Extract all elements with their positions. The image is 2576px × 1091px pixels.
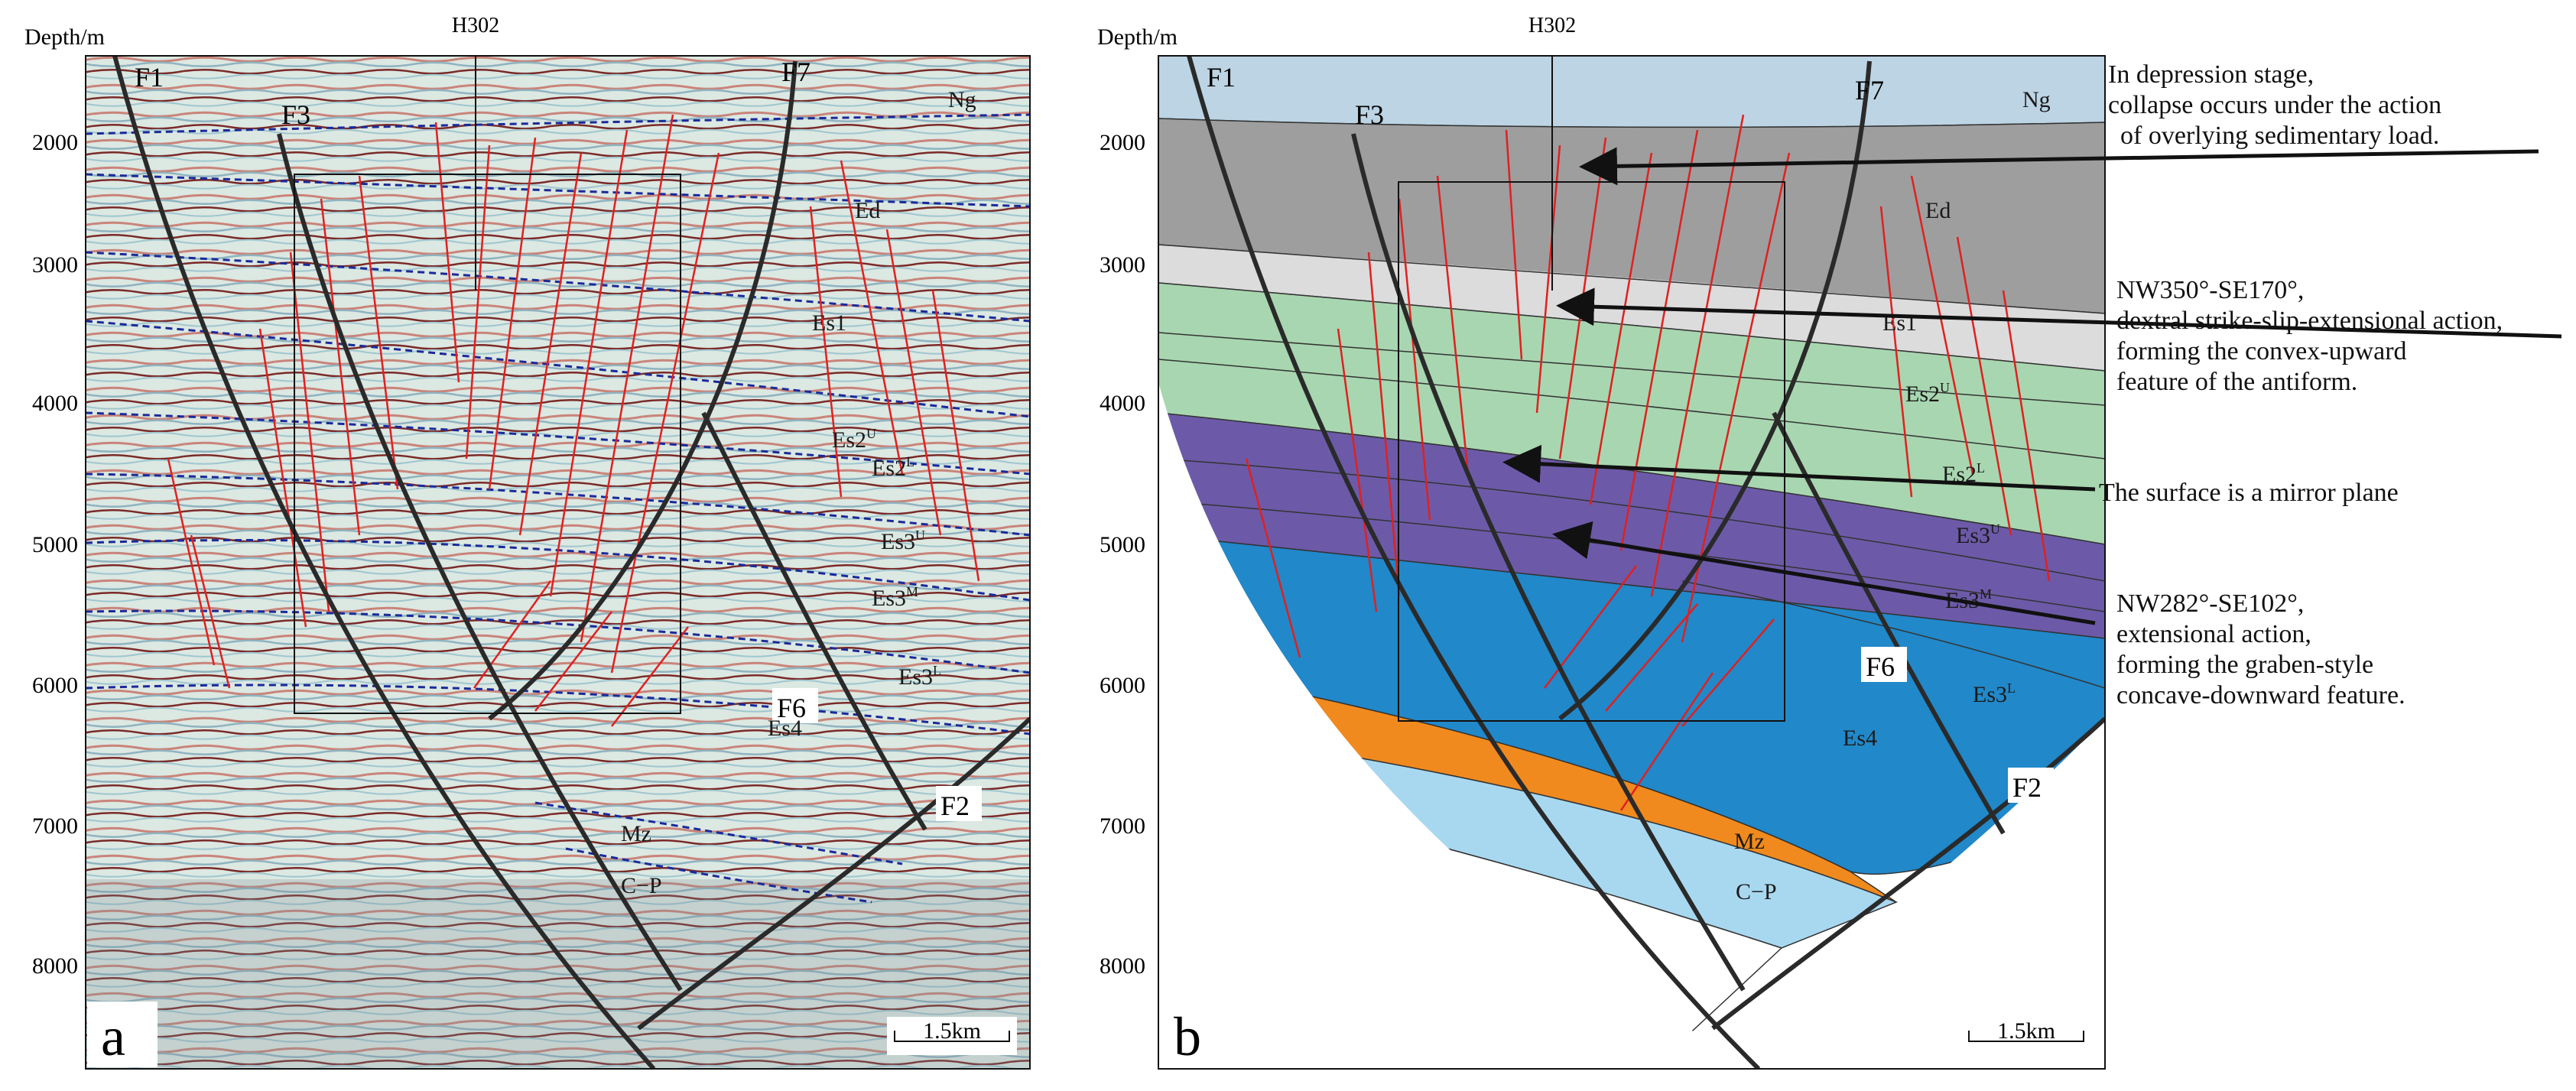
annotation-4: NW282°-SE102°, extensional action, formi… — [2116, 589, 2405, 709]
fault-label-f1: F1 — [1207, 62, 1236, 93]
unit-label: Es3U — [1956, 521, 2000, 548]
unit-label: Es4 — [768, 716, 802, 741]
depth-tick: 8000 — [32, 953, 78, 979]
unit-label: Es1 — [812, 310, 846, 336]
annotation-3: The surface is a mirror plane — [2099, 479, 2399, 507]
unit-label: Es3L — [898, 663, 941, 690]
panel-letter-b: b — [1174, 1006, 1201, 1067]
fault-label-f6: F6 — [772, 688, 818, 723]
unit-label: Es2U — [832, 426, 876, 453]
depth-tick: 5000 — [32, 532, 78, 557]
fault-label-f6: F6 — [1861, 647, 1907, 682]
fault-labels-b: F1 F3 F7 F6 F2 — [1207, 62, 2054, 803]
panel-b-frame — [1158, 55, 2106, 1070]
depth-tick: 8000 — [1100, 953, 1145, 979]
arrow-2 — [1556, 287, 2562, 339]
depth-tick: 2000 — [1100, 130, 1145, 155]
depth-tick: 5000 — [1100, 532, 1145, 557]
fault-label-f2: F2 — [936, 786, 982, 821]
arrow-4 — [1552, 521, 2096, 625]
unit-label: Es4 — [1843, 726, 1877, 751]
scale-bar-b: 1.5km — [1961, 1017, 2091, 1055]
unit-label: Mz — [1734, 829, 1765, 854]
depth-axis-title: Depth/m — [1097, 24, 1178, 50]
depth-tick: 3000 — [1100, 252, 1145, 278]
major-faults — [112, 56, 1030, 1069]
fault-label-f3: F3 — [1355, 99, 1384, 130]
well-label: H302 — [1528, 14, 1576, 37]
depth-tick: 2000 — [32, 130, 78, 155]
annotation-1: In depression stage, collapse occurs und… — [2108, 60, 2448, 150]
depth-axis: 2000 3000 4000 5000 6000 7000 8000 — [1100, 130, 1145, 979]
annotations — [1502, 147, 2562, 625]
svg-text:F2: F2 — [2012, 772, 2042, 803]
depth-tick: 6000 — [1100, 673, 1145, 698]
svg-text:F2: F2 — [940, 791, 970, 821]
unit-label: Ng — [948, 87, 976, 112]
unit-label: Es2U — [1905, 380, 1950, 407]
svg-text:F6: F6 — [1866, 651, 1895, 682]
unit-label: Es2L — [872, 454, 914, 481]
fault-label-f1: F1 — [135, 62, 164, 93]
unit-label: Mz — [621, 821, 651, 846]
unit-label: Es3L — [1973, 680, 2016, 707]
annotation-2: NW350°-SE170°, dextral strike-slip-exten… — [2116, 276, 2509, 396]
panel-a-frame — [85, 55, 1031, 1070]
seismic-section — [86, 56, 1030, 1069]
depth-tick: 4000 — [32, 391, 78, 416]
unit-label: Es3U — [881, 528, 925, 554]
fault-label-f7: F7 — [781, 57, 810, 87]
unit-label: Es3M — [872, 584, 918, 611]
depth-axis: 2000 3000 4000 5000 6000 7000 8000 — [32, 130, 78, 979]
scale-bar-a: 1.5km — [887, 1017, 1017, 1055]
panel-a: Depth/m 2000 3000 4000 5000 6000 7000 80… — [24, 14, 1031, 1070]
unit-label: Ed — [855, 198, 880, 223]
layer-ng — [1158, 56, 2105, 128]
major-faults — [1187, 56, 2105, 1069]
depth-tick: 7000 — [1100, 813, 1145, 839]
fault-label-f2: F2 — [2008, 768, 2054, 803]
depth-tick: 7000 — [32, 813, 78, 839]
arrow-3 — [1502, 444, 2096, 492]
horizons — [86, 113, 1030, 904]
well-label: H302 — [452, 14, 499, 37]
depth-tick: 3000 — [32, 252, 78, 278]
minor-faults — [167, 114, 980, 727]
unit-label: C−P — [1736, 879, 1777, 904]
detail-box — [294, 174, 681, 714]
fault-label-f3: F3 — [281, 99, 310, 130]
depth-tick: 6000 — [32, 673, 78, 698]
scale-label: 1.5km — [1997, 1018, 2055, 1044]
unit-label: Ed — [1925, 198, 1951, 223]
arrow-1 — [1579, 147, 2539, 186]
fault-labels-a: F1 F3 F7 F6 F2 — [135, 57, 982, 821]
fault-label-f7: F7 — [1855, 75, 1884, 106]
panel-b: Depth/m 2000 3000 4000 5000 6000 7000 80… — [1097, 14, 2106, 1070]
unit-label: Ng — [2022, 87, 2051, 112]
depth-axis-title: Depth/m — [24, 24, 105, 50]
svg-text:F6: F6 — [777, 693, 806, 723]
annotation-texts: In depression stage, collapse occurs und… — [2099, 60, 2509, 709]
scale-label: 1.5km — [923, 1018, 981, 1044]
panel-letter-a: a — [101, 1006, 125, 1067]
unit-label: C−P — [621, 873, 662, 898]
unit-labels-a: Ng Ed Es1 Es2U Es2L Es3U Es3M Es3L Es4 M… — [621, 87, 976, 898]
depth-tick: 4000 — [1100, 391, 1145, 416]
